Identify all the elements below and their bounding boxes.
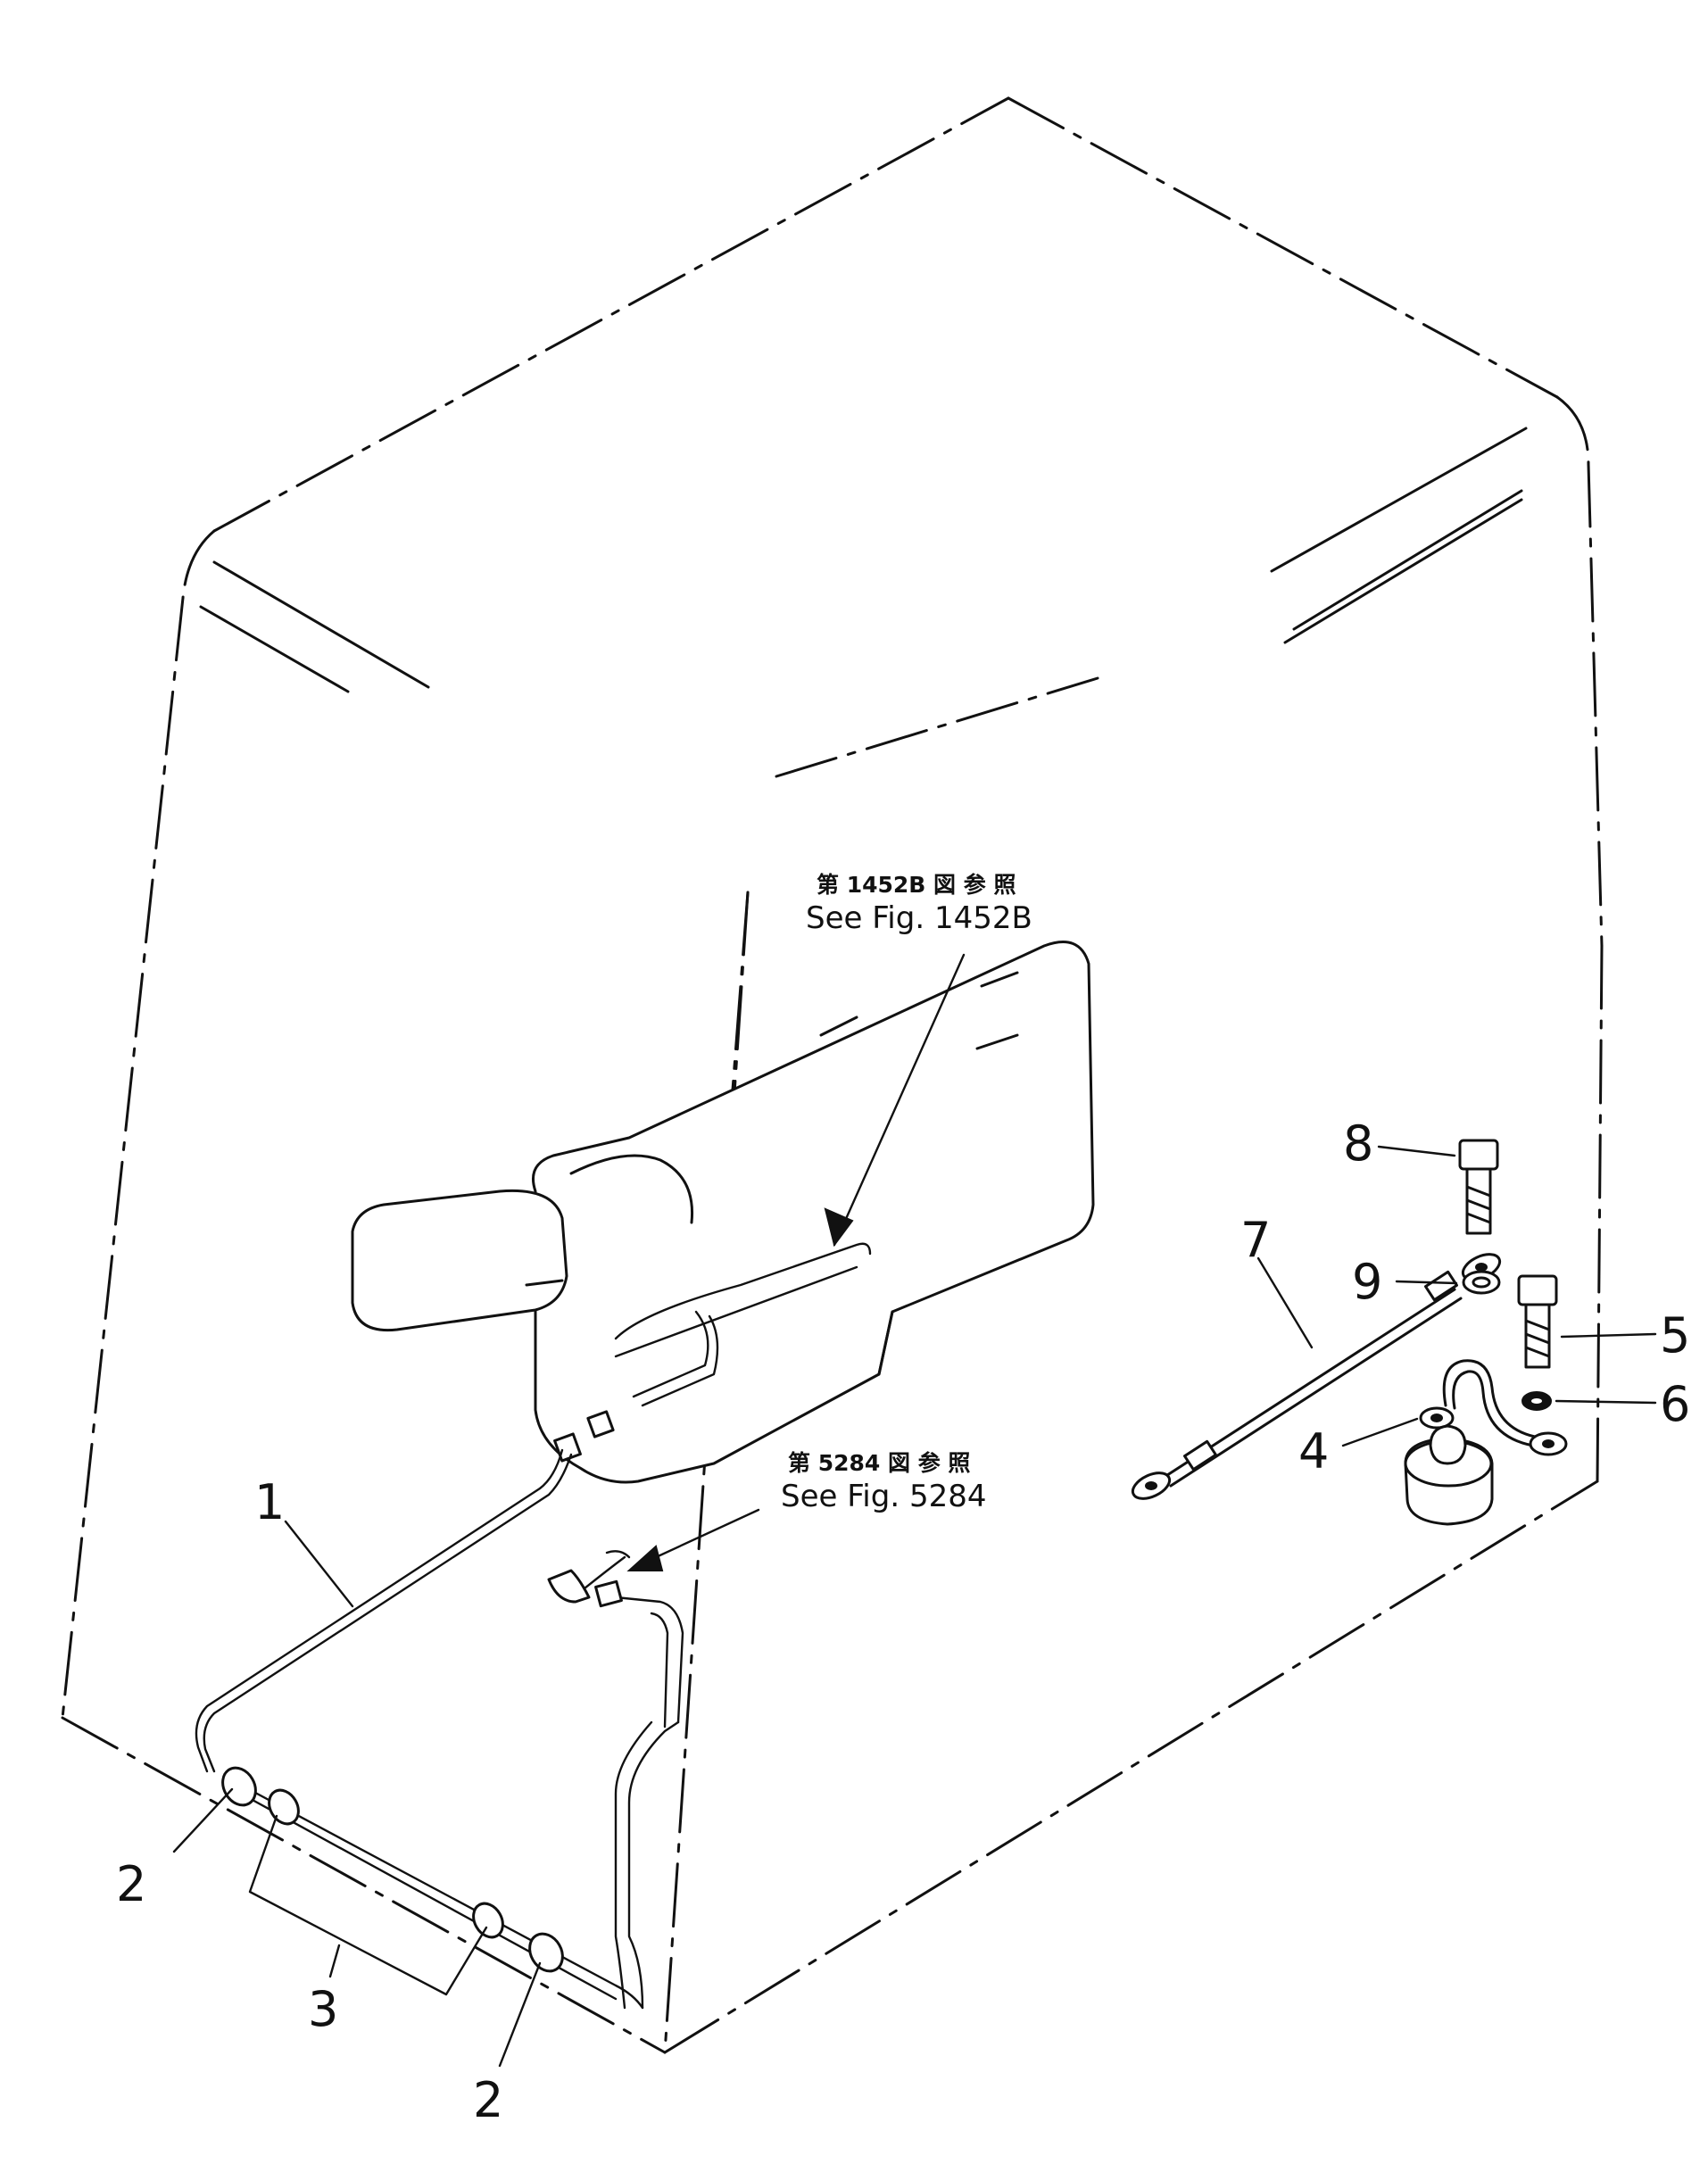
reference-5284-jp: 第 5284 図 参 照 bbox=[788, 1450, 970, 1476]
seat-assembly bbox=[351, 941, 1095, 1484]
reference-5284-en: See Fig. 5284 bbox=[781, 1479, 986, 1514]
callout-6: 6 bbox=[1660, 1376, 1690, 1432]
lock-washer-6 bbox=[1521, 1391, 1552, 1411]
callout-5: 5 bbox=[1660, 1307, 1690, 1364]
leader-lines bbox=[172, 953, 1657, 2068]
callout-1: 1 bbox=[254, 1474, 285, 1530]
ground-strap-4 bbox=[1404, 1359, 1568, 1526]
callout-9: 9 bbox=[1352, 1254, 1382, 1310]
callout-4: 4 bbox=[1298, 1423, 1329, 1480]
callout-3: 3 bbox=[308, 1981, 338, 2037]
bolt-5 bbox=[1517, 1274, 1558, 1369]
reference-1452b-jp: 第 1452B 図 参 照 bbox=[817, 872, 1016, 898]
washer-9 bbox=[1462, 1270, 1501, 1295]
callout-2-left: 2 bbox=[116, 1856, 146, 1912]
callout-7: 7 bbox=[1240, 1212, 1271, 1268]
callout-8: 8 bbox=[1343, 1115, 1373, 1172]
ground-cable bbox=[1131, 1253, 1502, 1500]
wiring-harness bbox=[195, 1448, 684, 2010]
cab-outline bbox=[61, 96, 1604, 2054]
bolt-8 bbox=[1458, 1139, 1499, 1235]
reference-1452b-en: See Fig. 1452B bbox=[806, 900, 1032, 936]
callout-2-bottom: 2 bbox=[473, 2072, 503, 2128]
